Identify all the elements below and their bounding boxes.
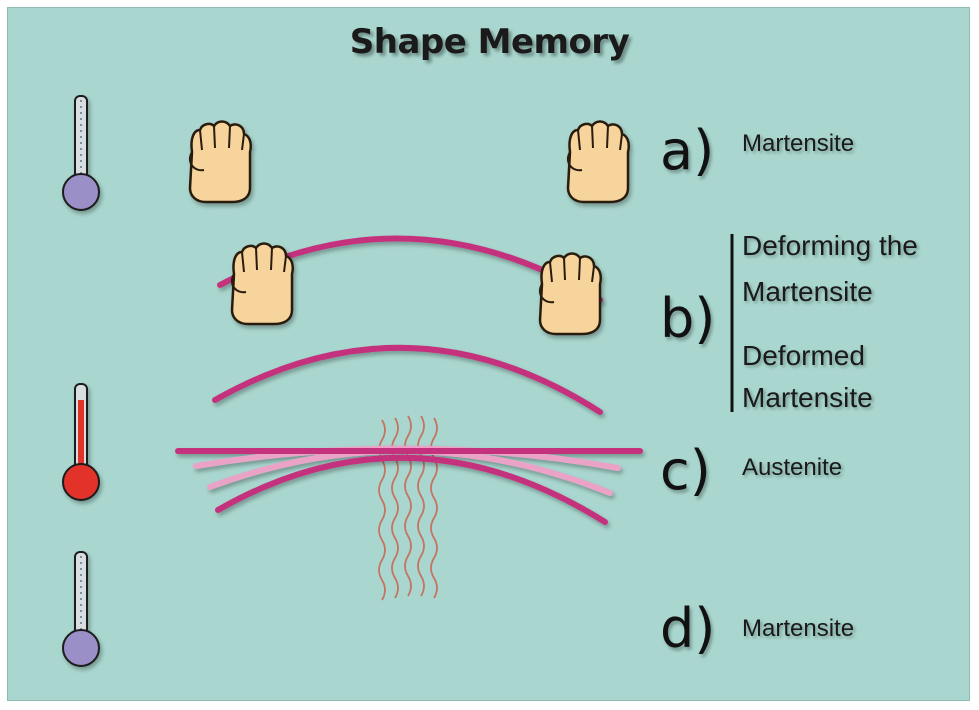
step-b-letter: b) bbox=[660, 292, 715, 346]
step-c-letter: c) bbox=[660, 444, 711, 498]
heat-waves-icon bbox=[379, 416, 437, 600]
step-a-label: Martensite bbox=[742, 130, 854, 158]
step-d-letter: d) bbox=[660, 602, 715, 656]
step-b-label-1: Deforming the bbox=[742, 230, 918, 262]
hand-icon bbox=[232, 244, 293, 325]
thermometer-cold-icon bbox=[63, 96, 99, 210]
thermometer-hot-icon bbox=[63, 384, 99, 500]
hand-icon bbox=[190, 122, 251, 203]
hand-icon bbox=[540, 254, 601, 335]
wire-recovering-c bbox=[178, 448, 640, 522]
hand-icon bbox=[568, 122, 629, 203]
step-b-label-4: Martensite bbox=[742, 382, 873, 414]
step-a-letter: a) bbox=[660, 124, 714, 178]
thermometer-cold-icon bbox=[63, 552, 99, 666]
step-c-label: Austenite bbox=[742, 454, 842, 482]
step-d-label: Martensite bbox=[742, 615, 854, 643]
step-b-label-2: Martensite bbox=[742, 276, 873, 308]
step-b-label-3: Deformed bbox=[742, 340, 865, 372]
wire-deformed-b bbox=[215, 348, 600, 412]
